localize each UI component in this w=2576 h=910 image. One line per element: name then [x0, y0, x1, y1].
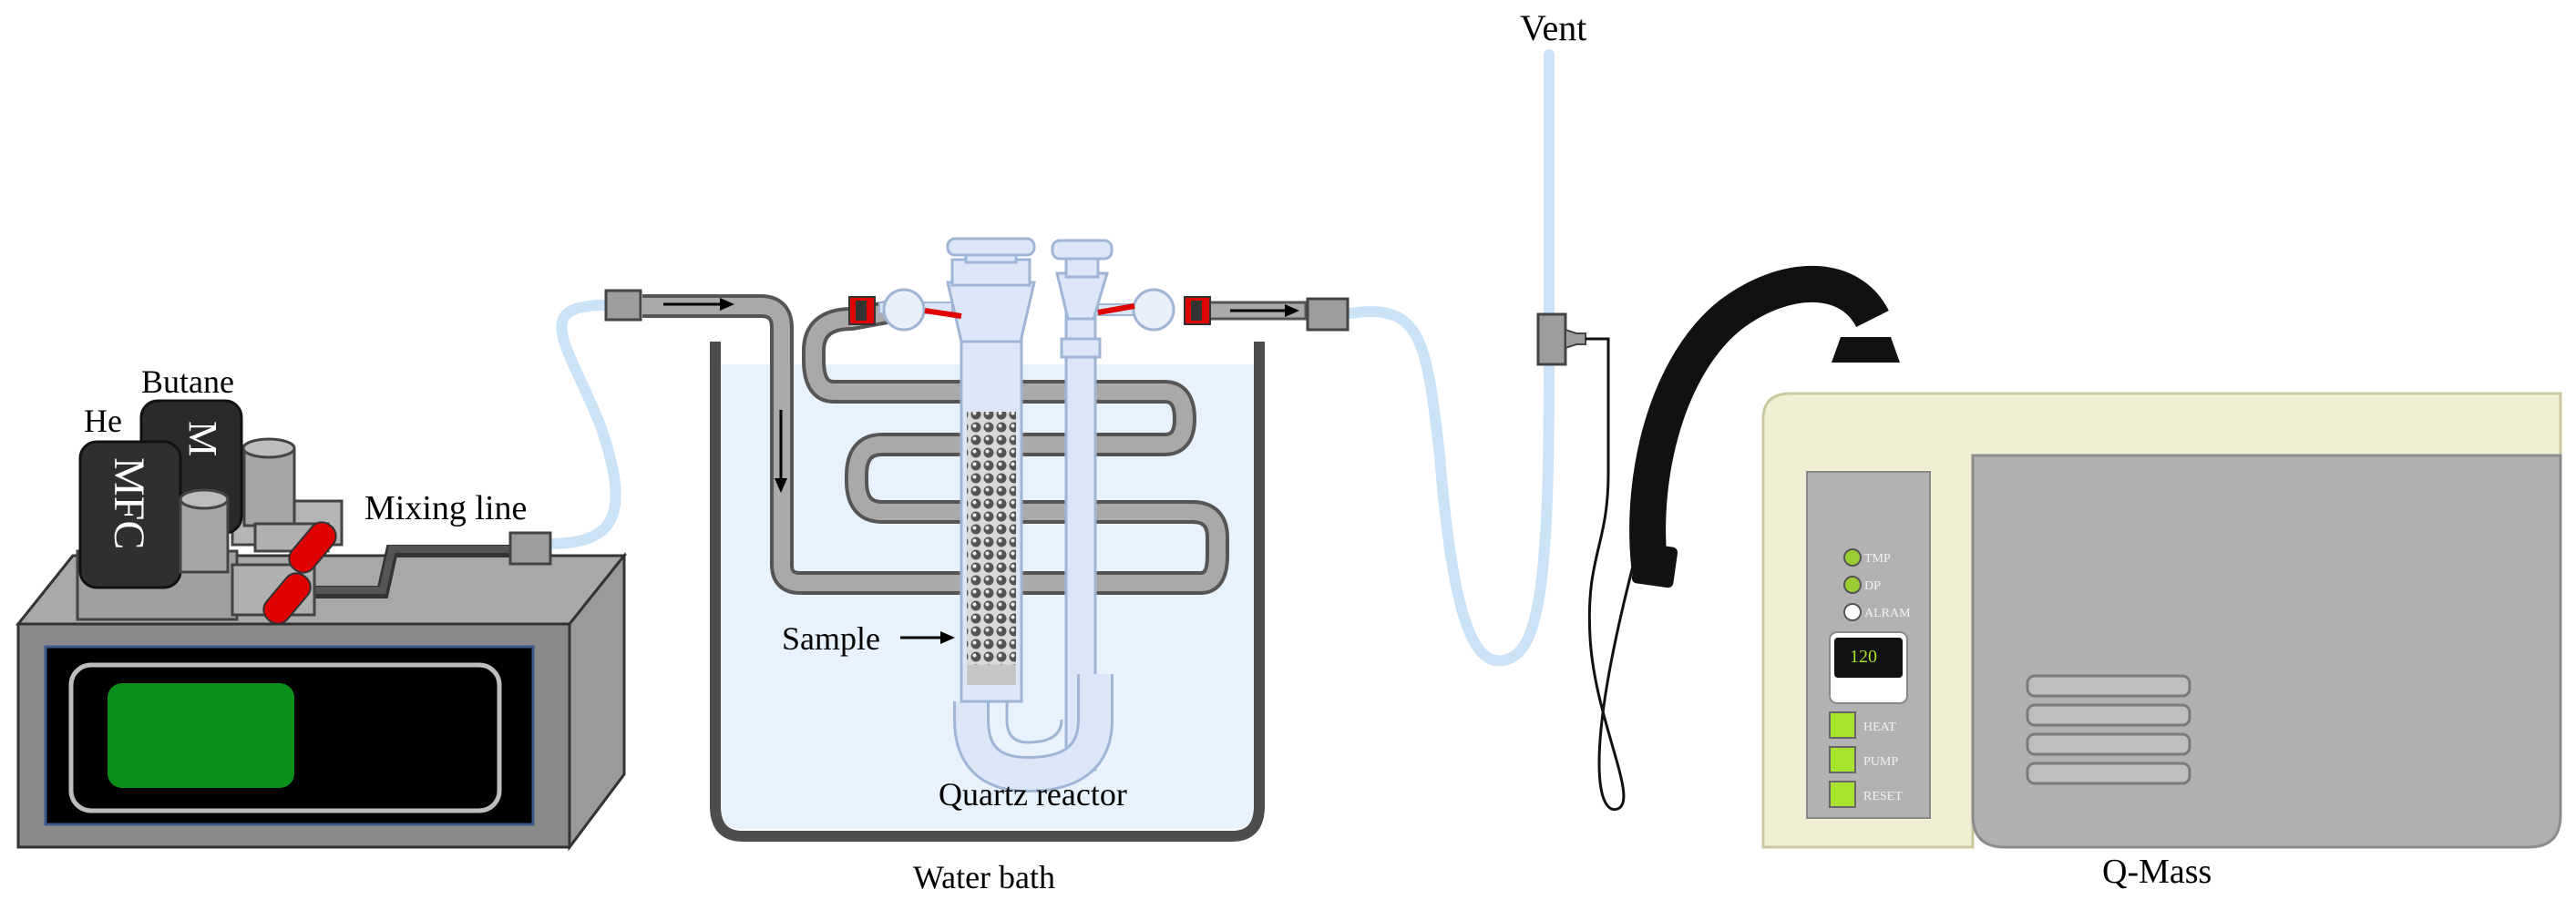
gas-valves [262, 521, 337, 625]
water-bath-label: Water bath [913, 859, 1055, 895]
indicator-light [1843, 603, 1862, 621]
vent-label: Vent [1520, 7, 1586, 48]
indicator-light [1843, 548, 1862, 567]
he-label: He [84, 403, 122, 439]
vent-tee [1536, 312, 1637, 812]
mixing-line-label: Mixing line [364, 489, 527, 527]
qmass-buttons: HEAT PUMP RESET [1829, 711, 1903, 808]
mfc-back-label: M [180, 421, 225, 456]
panel-button [1829, 711, 1856, 739]
q-mass-instrument [1629, 265, 2562, 849]
panel-button-label: PUMP [1863, 755, 1898, 769]
outlet-coupler [1306, 297, 1350, 332]
flex-tubing [544, 49, 1555, 667]
steel-coil [642, 294, 1308, 595]
panel-button [1829, 746, 1856, 773]
qmass-display-value: 120 [1850, 647, 1877, 667]
sample-arrow [900, 631, 955, 644]
reactor-valves [848, 296, 1211, 325]
indicator-label: ALRAM [1864, 607, 1911, 620]
q-mass-label: Q-Mass [2102, 853, 2212, 891]
quartz-reactor-label: Quartz reactor [939, 776, 1127, 813]
indicator-light [1843, 576, 1862, 594]
indicator-label: DP [1864, 579, 1881, 593]
sample-label: Sample [782, 620, 880, 657]
inlet-coupler [604, 289, 642, 322]
panel-button-label: RESET [1863, 790, 1903, 803]
mfc-box [15, 551, 628, 852]
indicator-label: TMP [1864, 552, 1891, 566]
panel-button-label: HEAT [1863, 721, 1896, 734]
panel-button [1829, 781, 1856, 808]
qmass-indicators: TMP DP ALRAM [1843, 548, 1911, 621]
butane-label: Butane [141, 363, 234, 400]
mfc-front-label: MFC [105, 457, 153, 549]
quartz-reactor [878, 237, 1175, 793]
